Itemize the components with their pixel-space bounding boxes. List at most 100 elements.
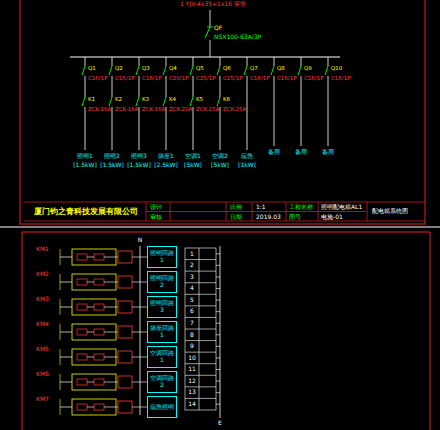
circuit-label: [1kW] — [238, 162, 256, 169]
circuit-label: 照明1 — [77, 153, 93, 160]
node-text: 厦门钧之青科技发展有限公司 — [30, 207, 142, 216]
circuit-label: 2 — [190, 262, 194, 269]
circuit-label: [1.5kW] — [73, 162, 97, 169]
circuit-label: 应急 — [241, 153, 253, 160]
circuit-label: [5kW] — [184, 162, 202, 169]
circuit-label: Q8 — [277, 65, 285, 71]
circuit-label: 12 — [188, 378, 196, 385]
circuit-label: 13 — [188, 389, 196, 396]
control-box: 应急照明 — [147, 396, 177, 418]
circuit-label: 4 — [190, 285, 194, 292]
control-box: 照明回路1 — [147, 246, 177, 268]
circuit-label: Q4 — [169, 65, 177, 71]
circuit-label: 9 — [190, 343, 194, 350]
circuit-label: C16/1P — [331, 75, 351, 81]
circuit-label: 空调1 — [185, 153, 201, 160]
circuit-label: 设计 — [150, 204, 162, 211]
circuit-label: C16/1P — [277, 75, 297, 81]
node-text: 应急照明 — [150, 404, 174, 411]
circuit-label: Q6 — [223, 65, 231, 71]
circuit-label: KM5 — [36, 346, 49, 353]
circuit-label: C16/1P — [142, 75, 162, 81]
circuit-label: 5 — [190, 297, 194, 304]
circuit-label: QF — [214, 25, 222, 32]
circuit-label: 照明3 — [131, 153, 147, 160]
circuit-label: 14 — [188, 401, 196, 408]
title-cell: 厦门钧之青科技发展有限公司 — [28, 204, 144, 219]
circuit-label: ZCK-16A — [88, 106, 111, 112]
circuit-label: 10 — [188, 355, 196, 362]
control-box: 照明回路2 — [147, 271, 177, 293]
control-box: 照明回路3 — [147, 296, 177, 318]
circuit-label: 照明2 — [104, 153, 120, 160]
circuit-label: ZCK-25A — [223, 106, 246, 112]
circuit-label: 1 YJV-4x35+1x16 穿管 — [180, 1, 246, 8]
circuit-label: N — [138, 237, 143, 244]
circuit-label: 备用 — [295, 149, 307, 156]
circuit-label: 空调2 — [212, 153, 228, 160]
circuit-label: 3 — [190, 274, 194, 281]
circuit-label: 7 — [190, 320, 194, 327]
circuit-label: KM7 — [36, 396, 49, 403]
circuit-label: 比例 — [230, 204, 242, 211]
node-text: 空调回路2 — [150, 375, 174, 389]
circuit-label: KM1 — [36, 246, 49, 253]
circuit-label: 审核 — [150, 214, 162, 221]
circuit-label: Q9 — [304, 65, 312, 71]
circuit-label: Q10 — [331, 65, 342, 71]
circuit-label: E — [218, 420, 222, 427]
circuit-label: 6 — [190, 308, 194, 315]
circuit-label: 插座1 — [158, 153, 174, 160]
circuit-label: Q3 — [142, 65, 150, 71]
node-text: 插座回路1 — [150, 325, 174, 339]
circuit-label: K2 — [115, 96, 122, 102]
circuit-label: 8 — [190, 332, 194, 339]
circuit-label: Q7 — [250, 65, 258, 71]
circuit-label: 工程名称 — [289, 204, 313, 211]
circuit-label: C25/1P — [223, 75, 243, 81]
circuit-label: C25/1P — [196, 75, 216, 81]
circuit-label: 日期 — [230, 214, 242, 221]
circuit-label: 11 — [188, 366, 196, 373]
circuit-label: 图号 — [289, 214, 301, 221]
circuit-label: C16/1P — [88, 75, 108, 81]
circuit-label: KM3 — [36, 296, 49, 303]
circuit-label: Q1 — [88, 65, 96, 71]
circuit-label: [5kW] — [211, 162, 229, 169]
circuit-label: 电施-01 — [321, 214, 343, 221]
circuit-label: K3 — [142, 96, 149, 102]
circuit-label: ZCK-16A — [115, 106, 138, 112]
node-text: 照明回路1 — [150, 250, 174, 264]
circuit-label: 2019.03 — [256, 214, 281, 221]
circuit-label: NSX100-63A/3P — [214, 34, 261, 41]
circuit-label: C16/1P — [304, 75, 324, 81]
control-box: 插座回路1 — [147, 321, 177, 343]
circuit-label: KM2 — [36, 271, 49, 278]
circuit-label: 备用 — [322, 149, 334, 156]
circuit-label: K4 — [169, 96, 176, 102]
circuit-label: C16/1P — [115, 75, 135, 81]
circuit-label: [2.5kW] — [154, 162, 178, 169]
circuit-label: C16/1P — [250, 75, 270, 81]
circuit-label: K5 — [196, 96, 203, 102]
circuit-label: [1.5kW] — [127, 162, 151, 169]
circuit-label: 配电箱系统图 — [372, 208, 408, 215]
circuit-label: C20/1P — [169, 75, 189, 81]
node-text: 照明回路3 — [150, 300, 174, 314]
circuit-label: ZCK-25A — [196, 106, 219, 112]
control-box: 空调回路2 — [147, 371, 177, 393]
circuit-label: ZCK-20A — [169, 106, 192, 112]
circuit-label: K6 — [223, 96, 230, 102]
control-box: 空调回路1 — [147, 346, 177, 368]
circuit-label: Q2 — [115, 65, 123, 71]
circuit-label: 1:1 — [256, 204, 266, 211]
circuit-label: K1 — [88, 96, 95, 102]
circuit-label: 1 — [190, 251, 194, 258]
node-text: 照明回路2 — [150, 275, 174, 289]
circuit-label: 照明配电箱AL1 — [321, 204, 362, 211]
circuit-label: Q5 — [196, 65, 204, 71]
circuit-label: ZCK-16A — [142, 106, 165, 112]
node-text: 空调回路1 — [150, 350, 174, 364]
circuit-label: [1.5kW] — [100, 162, 124, 169]
circuit-label: 备用 — [268, 149, 280, 156]
